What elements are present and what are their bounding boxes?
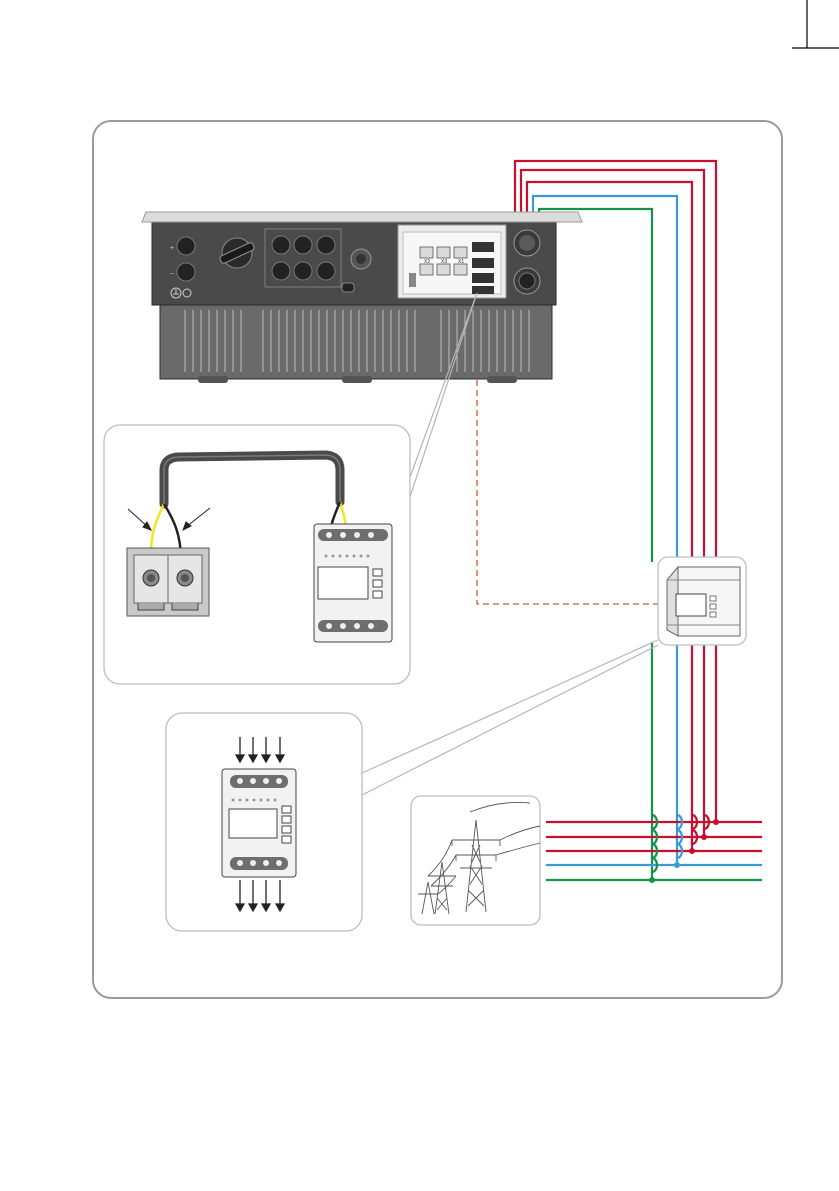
meter-display <box>229 809 277 838</box>
rs485-terminal-block <box>127 548 209 616</box>
ac-grid-connector <box>514 230 540 256</box>
grid-panel <box>411 796 540 925</box>
meter-display <box>676 594 706 616</box>
inverter-foot <box>198 376 228 383</box>
port-label: X2 <box>424 259 430 265</box>
rj45-port-labels: X2 X3 X1 <box>424 259 464 265</box>
svg-text:−: − <box>170 271 174 278</box>
inverter: + − <box>142 212 582 383</box>
crop-marks <box>792 0 839 48</box>
meter-display <box>318 567 368 599</box>
svg-text:+: + <box>170 245 174 252</box>
inverter-foot <box>487 376 517 383</box>
port-label: X1 <box>458 259 464 265</box>
inverter-heatsink <box>160 303 552 379</box>
inverter-cover <box>142 212 582 222</box>
port-label: X3 <box>441 259 447 265</box>
terminal-blocks <box>472 242 494 294</box>
energy-meter <box>667 567 740 636</box>
inverter-foot <box>342 376 372 383</box>
energy-meter-large <box>222 769 296 877</box>
ac-backup-connector <box>514 268 540 294</box>
cable-gland <box>351 249 371 269</box>
vent-plug <box>342 283 354 292</box>
energy-meter-detail <box>314 524 392 642</box>
dip-switch <box>409 273 416 287</box>
